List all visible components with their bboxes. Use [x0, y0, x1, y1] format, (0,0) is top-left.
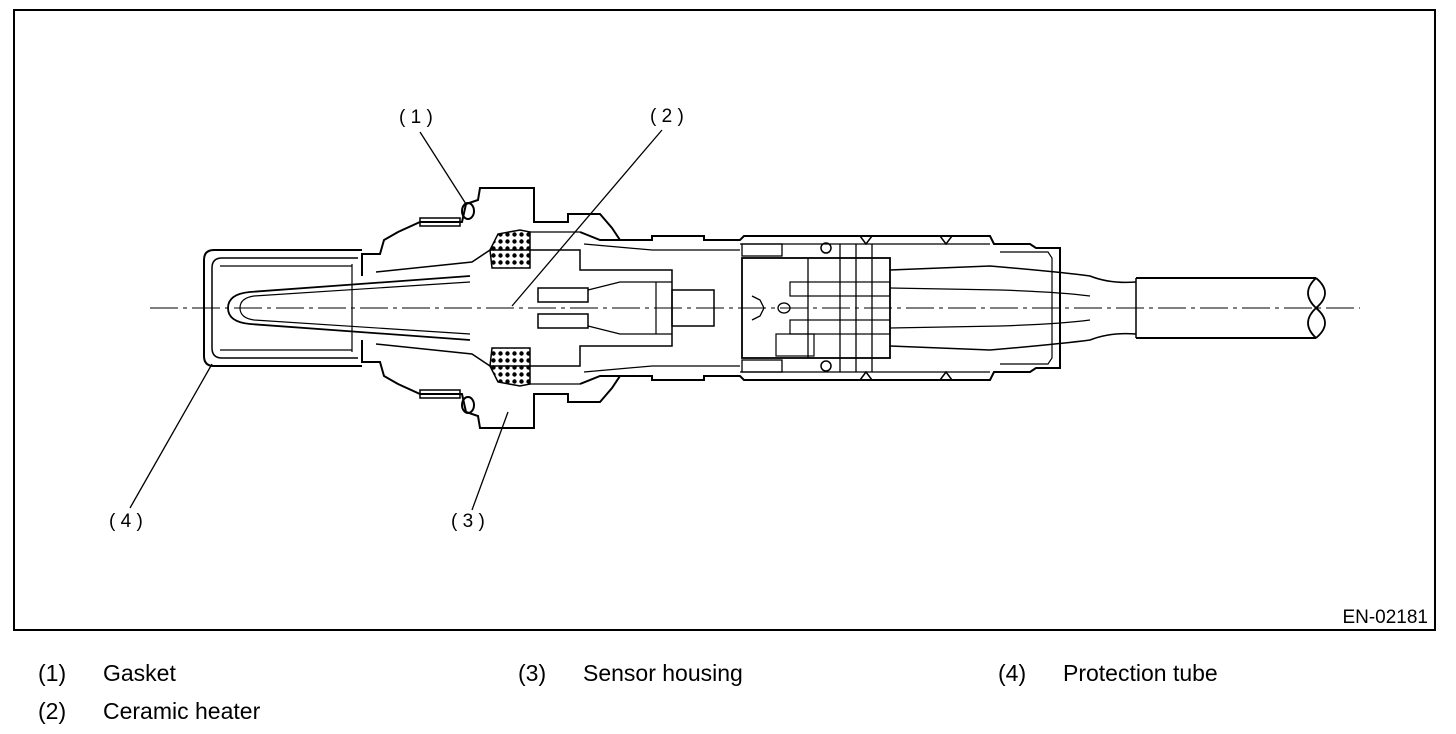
- protection-tube: [203, 249, 362, 367]
- legend-label: Gasket: [103, 660, 176, 686]
- legend-number: (3): [518, 660, 547, 686]
- leader-lines: [129, 129, 663, 511]
- legend-number: (2): [38, 698, 67, 724]
- figure-id: EN-02181: [1342, 607, 1428, 628]
- protection-tube-inner: [211, 257, 358, 359]
- callout-3: ( 3 ): [451, 511, 485, 532]
- callout-4: ( 4 ): [109, 511, 143, 532]
- leader-2: [511, 129, 663, 307]
- ceramic-heater-lower: [537, 313, 589, 329]
- legend-label: Sensor housing: [583, 660, 743, 686]
- leader-4: [129, 363, 213, 509]
- callout-1: ( 1 ): [399, 107, 433, 128]
- legend-number: (1): [38, 660, 67, 686]
- powder-packing-upper: [489, 229, 531, 269]
- sensing-element: [227, 275, 471, 341]
- sensor-body: [203, 187, 1326, 429]
- cable: [1136, 277, 1316, 339]
- legend-label: Protection tube: [1063, 660, 1218, 686]
- legend-label: Ceramic heater: [103, 698, 261, 724]
- leader-1: [419, 131, 467, 205]
- figure-frame: [13, 9, 1436, 631]
- sensor-cross-section-diagram: ( 1 ) ( 2 ) ( 3 ) ( 4 ) EN-02181: [13, 9, 1436, 631]
- sensor-housing-lower: [361, 340, 652, 429]
- lead-wires: [889, 265, 1137, 351]
- powder-packing-lower: [489, 347, 531, 387]
- sensor-housing-upper: [361, 187, 652, 276]
- legend-number: (4): [998, 660, 1027, 686]
- leader-3: [471, 411, 509, 511]
- gasket-lower: [461, 396, 475, 414]
- ceramic-heater-upper: [537, 287, 589, 303]
- connector-block: [741, 257, 891, 359]
- gasket-upper: [461, 202, 475, 220]
- callout-2: ( 2 ): [650, 106, 684, 127]
